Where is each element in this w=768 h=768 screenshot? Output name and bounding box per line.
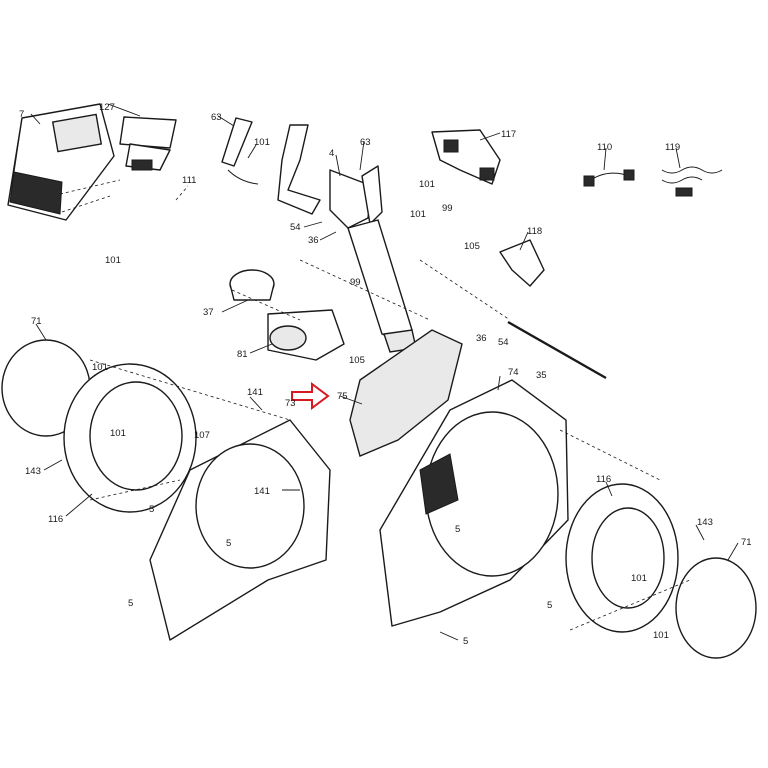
callout-label: 73 xyxy=(285,398,296,409)
callout-label: 75 xyxy=(337,391,348,402)
callout-label: 74 xyxy=(508,367,519,378)
callout-label: 101 xyxy=(92,362,108,373)
callout-label: 101 xyxy=(254,137,270,148)
callout-label: 101 xyxy=(105,255,121,266)
callout-label: 54 xyxy=(290,222,301,233)
callout-label: 36 xyxy=(476,333,487,344)
power-cord-part xyxy=(661,166,723,197)
callout-label: 63 xyxy=(360,137,371,148)
callout-label: 5 xyxy=(149,504,154,515)
left-shroud-part xyxy=(149,419,331,641)
callout-label: 110 xyxy=(597,142,612,153)
callout-label: 35 xyxy=(536,370,547,381)
callout-label: 118 xyxy=(527,226,542,237)
callout-label: 101 xyxy=(631,573,647,584)
highlighted-cover-part xyxy=(349,329,463,457)
callout-label: 63 xyxy=(211,112,222,123)
callout-label: 116 xyxy=(48,514,63,525)
left-flywheel-ring-part xyxy=(63,363,197,513)
callout-label: 101 xyxy=(110,428,126,439)
callout-label: 36 xyxy=(308,235,319,246)
cup-part xyxy=(229,269,275,301)
right-shroud-part xyxy=(379,379,569,627)
console-part xyxy=(7,103,115,221)
callout-label: 5 xyxy=(455,524,460,535)
callout-label: 107 xyxy=(194,430,210,441)
callout-label: 141 xyxy=(254,486,270,497)
crank-housing-part xyxy=(267,309,345,361)
callout-label: 119 xyxy=(665,142,680,153)
callout-label: 5 xyxy=(463,636,468,647)
callout-label: 71 xyxy=(31,316,42,327)
callout-label: 5 xyxy=(128,598,133,609)
callout-label: 101 xyxy=(419,179,435,190)
callout-label: 117 xyxy=(501,129,516,140)
callout-label: 99 xyxy=(442,203,453,214)
callout-label: 37 xyxy=(203,307,214,318)
callout-label: 127 xyxy=(99,102,115,113)
upright-part xyxy=(277,124,417,353)
callout-label: 143 xyxy=(697,517,713,528)
callout-labels: 7 127 63 101 111 101 63 4 117 110 119 10… xyxy=(19,102,752,647)
leader-lines xyxy=(30,103,739,641)
cover-part xyxy=(499,239,545,287)
right-flywheel-ring-part xyxy=(565,483,679,633)
callout-label: 99 xyxy=(350,277,361,288)
callout-label: 5 xyxy=(547,600,552,611)
callout-label: 101 xyxy=(410,209,426,220)
tablet-holder-part xyxy=(119,116,177,171)
callout-label: 81 xyxy=(237,349,248,360)
callout-label: 7 xyxy=(19,109,24,120)
callout-label: 143 xyxy=(25,466,41,477)
callout-label: 141 xyxy=(247,387,263,398)
axle-part xyxy=(507,320,607,380)
callout-label: 105 xyxy=(349,355,365,366)
callout-label: 71 xyxy=(741,537,752,548)
callout-label: 54 xyxy=(498,337,509,348)
callout-label: 101 xyxy=(653,630,669,641)
callout-label: 111 xyxy=(182,175,196,186)
shroud-part xyxy=(431,129,501,185)
callout-label: 4 xyxy=(329,148,334,159)
left-grip-part xyxy=(221,117,259,185)
highlight-arrow-icon xyxy=(291,382,330,410)
callout-label: 5 xyxy=(226,538,231,549)
wire-harness-part xyxy=(583,169,635,187)
callout-label: 116 xyxy=(596,474,611,485)
right-disc-cover-part xyxy=(675,557,757,659)
callout-label: 105 xyxy=(464,241,480,252)
